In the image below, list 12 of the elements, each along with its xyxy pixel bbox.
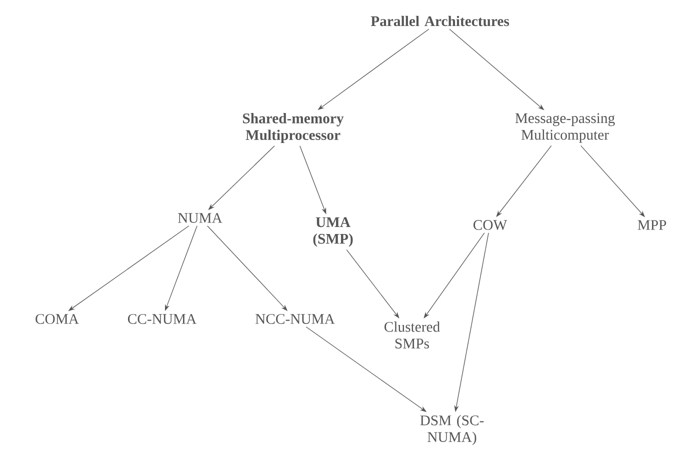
- node-label: Parallel Architectures: [370, 16, 510, 26]
- node-label: MPP: [638, 220, 666, 230]
- node-label: UMA (SMP): [313, 217, 353, 247]
- node-label: Clustered SMPs: [384, 322, 440, 348]
- node-label: DSM (SC-NUMA): [420, 415, 484, 445]
- node-label: COMA: [36, 314, 79, 324]
- node-label: COW: [474, 220, 508, 230]
- node-label: Message-passing Multicomputer: [515, 113, 615, 143]
- node-label: NCC-NUMA: [256, 314, 335, 324]
- node-label: CC-NUMA: [128, 314, 197, 324]
- node-label: Shared-memory Multiprocessor: [243, 113, 344, 143]
- node-label: NUMA: [178, 213, 222, 223]
